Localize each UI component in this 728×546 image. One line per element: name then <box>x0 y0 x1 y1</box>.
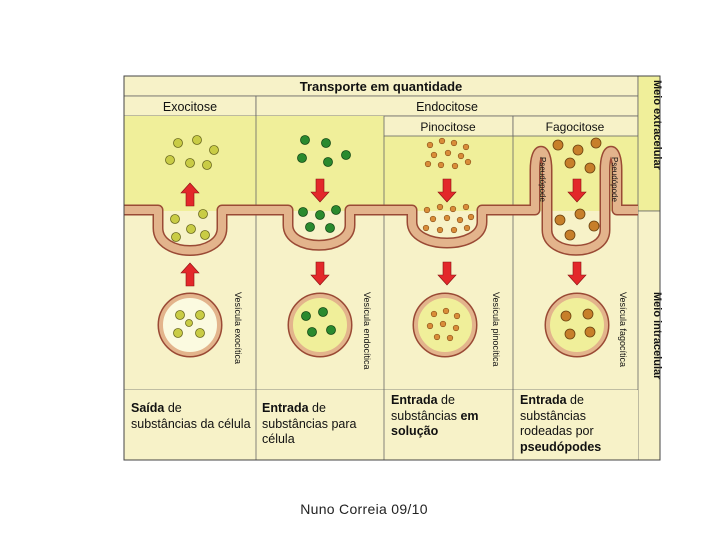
label-extracellular: Meio extracelular <box>651 80 663 171</box>
plasma-membrane <box>124 145 638 256</box>
label-intracellular: Meio intracelular <box>651 292 663 380</box>
description-endocitose: Entrada de substâncias para célula <box>262 401 357 446</box>
arrow-down-fagocitose-bottom <box>567 261 587 286</box>
author-caption: Nuno Correia 09/10 <box>300 501 428 517</box>
label-vesicula-exocitica: Vesícula exocítica <box>233 292 243 364</box>
particles-fagocitose <box>552 137 602 340</box>
arrow-down-fagocitose-top <box>567 178 587 203</box>
label-vesicula-pinocitica: Vesícula pinocítica <box>491 292 501 367</box>
arrow-down-endocitose-bottom <box>310 261 330 286</box>
description-row <box>124 390 638 460</box>
header-fagocitose: Fagocitose <box>546 120 605 134</box>
description-exocitose: Saída de substâncias da célula <box>131 401 251 431</box>
arrow-up-exocitose-bottom <box>180 262 200 287</box>
header-pinocitose: Pinocitose <box>420 120 476 134</box>
arrow-down-endocitose-top <box>310 178 330 203</box>
label-pseudopod-right: Pseudópode <box>610 157 619 202</box>
header-endocitose: Endocitose <box>416 100 478 114</box>
particles-exocitose <box>165 135 219 338</box>
diagram-title: Transporte em quantidade <box>300 79 463 94</box>
arrows <box>180 178 587 287</box>
particles-pinocitose <box>422 137 475 342</box>
arrow-down-pinocitose-bottom <box>437 261 457 286</box>
label-vesicula-fagocitica: Vesícula fagocítica <box>618 292 628 367</box>
arrow-up-exocitose-top <box>180 182 200 207</box>
arrow-down-pinocitose-top <box>437 178 457 203</box>
particles-endocitose <box>297 135 351 337</box>
description-fagocitose: Entrada de substâncias rodeadas por pseu… <box>520 393 602 454</box>
label-vesicula-endocitica: Vesícula endocítica <box>362 292 372 370</box>
header-exocitose: Exocitose <box>163 100 217 114</box>
description-pinocitose: Entrada de substâncias em solução <box>391 393 479 438</box>
label-pseudopod-left: Pseudópode <box>538 157 547 202</box>
